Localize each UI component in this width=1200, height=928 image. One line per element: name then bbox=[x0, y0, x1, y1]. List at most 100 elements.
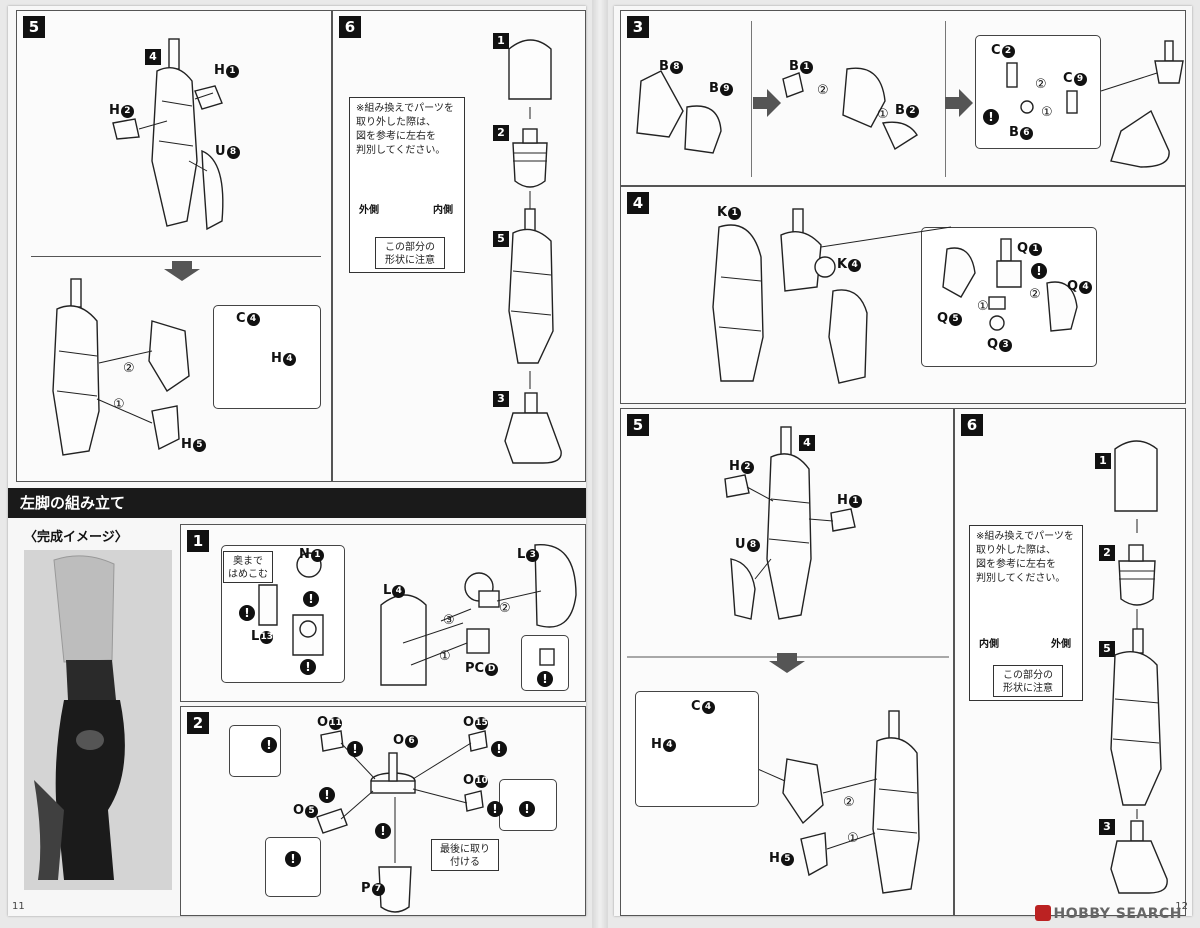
order-1: ① bbox=[847, 831, 859, 846]
divider bbox=[751, 21, 752, 177]
sub-step-1: 1 bbox=[1095, 453, 1111, 469]
page-number: 11 bbox=[12, 901, 25, 912]
note-line: 取り外した際は、 bbox=[356, 117, 436, 128]
sub-step-1: 1 bbox=[493, 33, 509, 49]
sub-step-number: 4 bbox=[799, 435, 815, 451]
orientation-note: ※組み換えでパーツを 取り外した際は、 図を参考に左右を 判別してください。 bbox=[969, 525, 1083, 701]
step4-drawing bbox=[712, 208, 1078, 384]
step1-drawing bbox=[258, 544, 577, 686]
step-number: 5 bbox=[23, 16, 45, 38]
sub-step-5: 5 bbox=[493, 231, 509, 247]
section-title: 左脚の組み立て bbox=[8, 488, 586, 518]
warning-icon: ! bbox=[983, 109, 999, 125]
inner-side-label: 内側 bbox=[433, 205, 453, 216]
divider bbox=[31, 256, 321, 257]
step-number: 2 bbox=[187, 712, 209, 734]
detail-box bbox=[635, 691, 759, 807]
press-note-line: はめこむ bbox=[228, 569, 268, 580]
watermark: HOBBY SEARCH bbox=[1034, 905, 1182, 922]
step-number: 5 bbox=[627, 414, 649, 436]
order-3: ③ bbox=[443, 613, 455, 628]
sub-step-5: 5 bbox=[1099, 641, 1115, 657]
note-line: 図を参考に左右を bbox=[356, 131, 436, 142]
step5-drawing bbox=[627, 426, 949, 894]
outer-side-label: 外側 bbox=[1051, 639, 1071, 650]
label-o15: O15 bbox=[463, 715, 489, 730]
warning-icon: ! bbox=[519, 801, 535, 817]
press-note-line: 奥まで bbox=[233, 556, 263, 567]
leg-assembly-drawing bbox=[52, 38, 298, 456]
step-number: 6 bbox=[961, 414, 983, 436]
warning-icon: ! bbox=[1031, 263, 1047, 279]
step-number: 1 bbox=[187, 530, 209, 552]
attention-line: この部分の bbox=[1003, 670, 1053, 681]
step2-drawing bbox=[316, 730, 488, 913]
order-1: ① bbox=[439, 649, 451, 664]
completed-leg-photo bbox=[24, 550, 172, 890]
order-2: ② bbox=[499, 601, 511, 616]
note-line: 判別してください。 bbox=[976, 573, 1066, 584]
label-l13: L13 bbox=[251, 629, 274, 644]
order-2: ② bbox=[123, 361, 135, 376]
detail-box bbox=[213, 305, 321, 409]
step6-panel: 6 1 2 5 3 ※組み換えでパーツを 取り外した際は、 図を参考に左右を bbox=[332, 10, 586, 482]
attention-line: この部分の bbox=[385, 242, 435, 253]
step-number: 3 bbox=[627, 16, 649, 38]
detail-box bbox=[975, 35, 1101, 149]
down-arrow bbox=[164, 261, 200, 281]
label-o10: O10 bbox=[463, 773, 489, 788]
label-o11: O11 bbox=[317, 715, 343, 730]
warning-icon: ! bbox=[319, 787, 335, 803]
warning-icon: ! bbox=[491, 741, 507, 757]
step3-drawing bbox=[636, 40, 1184, 168]
note-line: 図を参考に左右を bbox=[976, 559, 1056, 570]
page-number: 12 bbox=[1175, 901, 1188, 912]
outer-side-label: 外側 bbox=[359, 205, 379, 216]
warning-icon: ! bbox=[537, 671, 553, 687]
press-note: 奥まで はめこむ bbox=[223, 551, 273, 583]
note-line: 判別してください。 bbox=[356, 145, 446, 156]
attention-line: 形状に注意 bbox=[385, 255, 435, 266]
inner-side-label: 内側 bbox=[979, 639, 999, 650]
warning-icon: ! bbox=[487, 801, 503, 817]
sub-step-3: 3 bbox=[1099, 819, 1115, 835]
warning-icon: ! bbox=[303, 591, 319, 607]
photo-illustration bbox=[24, 550, 172, 890]
order-1: ① bbox=[877, 107, 889, 122]
warning-icon: ! bbox=[375, 823, 391, 839]
order-1: ① bbox=[1041, 105, 1053, 120]
last-note-line: 付ける bbox=[450, 857, 480, 868]
sub-step-number: 4 bbox=[145, 49, 161, 65]
book-spine bbox=[592, 0, 608, 928]
step6-panel: 6 1 2 5 3 ※組み換えでパーツを 取り外した際は、 図を参考に左右を 判 bbox=[954, 408, 1186, 916]
warning-icon: ! bbox=[347, 741, 363, 757]
order-1: ① bbox=[113, 397, 125, 412]
